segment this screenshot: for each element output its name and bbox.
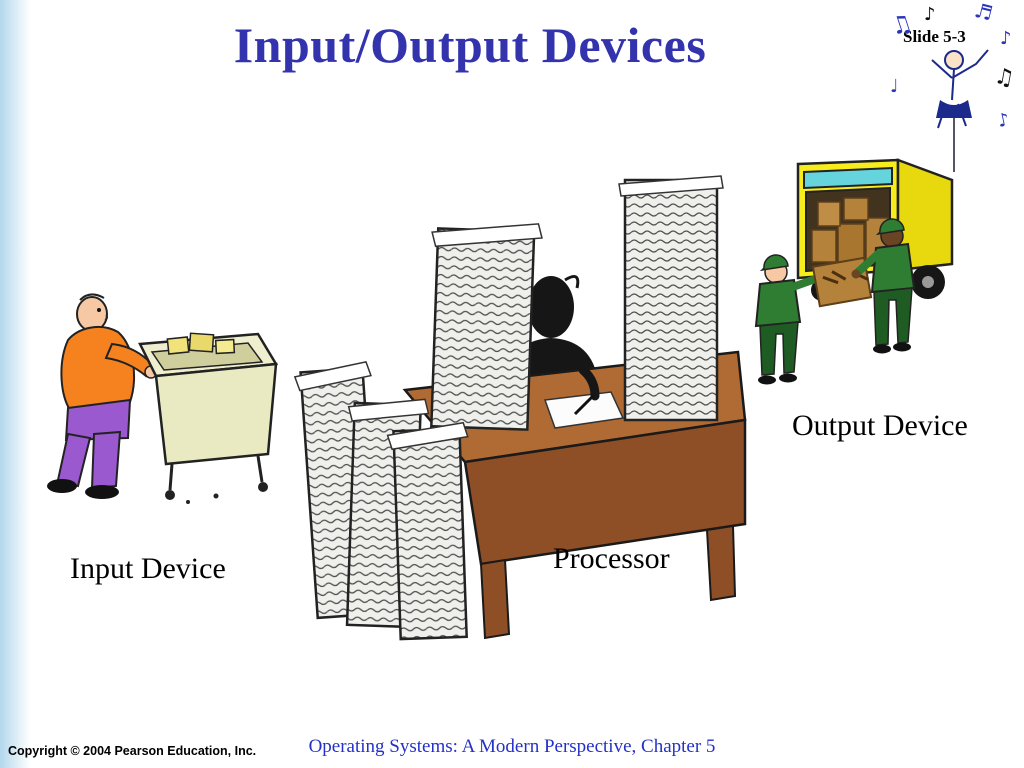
- book-title-text: Operating Systems: A Modern Perspective,…: [308, 736, 716, 757]
- job-cart: [138, 332, 279, 504]
- output-device-label: Output Device: [792, 409, 968, 442]
- svg-text:♫: ♫: [992, 64, 1016, 92]
- svg-text:♪: ♪: [924, 4, 936, 25]
- svg-text:♫: ♫: [888, 8, 916, 41]
- input-device-label: Input Device: [70, 552, 226, 585]
- processor-label: Processor: [553, 542, 670, 575]
- input-device-illustration: [40, 282, 280, 542]
- delivery-truck: [796, 158, 954, 301]
- svg-text:♪: ♪: [1000, 28, 1012, 49]
- conductor-svg: ♫ ♪ ♬ ♪ ♫ ♩ ♪: [888, 0, 1016, 172]
- paper-and-pen: [543, 365, 625, 429]
- worker-left: [754, 254, 825, 385]
- music-conductor-clipart: ♫ ♪ ♬ ♪ ♫ ♩ ♪: [888, 0, 1024, 178]
- worker-right: [851, 218, 916, 354]
- paper-stack-floor-3: [386, 421, 469, 641]
- svg-text:♩: ♩: [890, 76, 899, 97]
- processor-illustration: [293, 172, 748, 650]
- slide-title: Input/Output Devices: [233, 17, 707, 73]
- paper-stack-on-desk: [430, 223, 543, 431]
- input-device-svg: [47, 293, 279, 504]
- person-pushing-cart: [47, 293, 158, 499]
- svg-text:♪: ♪: [996, 109, 1012, 132]
- output-device-svg: [754, 158, 954, 385]
- output-device-illustration: [746, 150, 981, 415]
- slide-number-badge: Slide 5-3: [903, 27, 966, 46]
- processor-svg: [293, 175, 747, 641]
- boxes-in-truck: [811, 197, 889, 263]
- svg-text:♬: ♬: [972, 0, 995, 26]
- paper-stack-right-tall: [618, 175, 724, 422]
- copyright-text: Copyright © 2004 Pearson Education, Inc.: [8, 744, 257, 758]
- conductor-figure-icon: [931, 49, 989, 172]
- boxes-in-cart: [166, 332, 236, 355]
- left-gradient-border: [0, 0, 30, 768]
- music-notes-icon: ♫ ♪ ♬ ♪ ♫ ♩ ♪: [888, 0, 1016, 132]
